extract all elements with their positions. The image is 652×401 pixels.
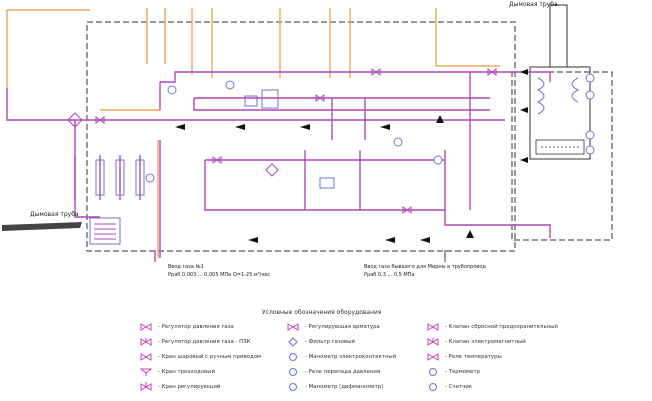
legend-item-label: - Манометр электроконтактный	[305, 354, 397, 360]
inlet-pipes	[154, 250, 446, 262]
legend-item-label: - Регулирующая арматура	[305, 324, 380, 330]
legend-item-label: - Манометр (дифманометр)	[305, 384, 384, 390]
regulating-fitting-icon	[287, 323, 299, 331]
legend-item-label: - Фильтр газовый	[305, 339, 355, 345]
flow-arrows	[175, 69, 528, 243]
left-chimney-unit	[2, 217, 121, 245]
differential-manometer-icon	[289, 383, 297, 391]
thermometer-icon	[429, 368, 437, 376]
contact-manometer-icon	[289, 353, 297, 361]
legend-item: - Регулятор давления газа - ПЗК	[138, 337, 250, 347]
legend-item-label: - Реле перепада давления	[305, 369, 381, 375]
legend-item: - Манометр (дифманометр)	[285, 382, 383, 392]
relief-valve-icon	[427, 323, 439, 331]
legend-item: - Термометр	[425, 367, 480, 377]
regulator-boxes	[95, 89, 335, 196]
legend-item-label: - Реле температуры	[445, 354, 502, 360]
pressure-drop-relay-icon	[289, 368, 297, 376]
solenoid-valve-icon	[427, 338, 439, 346]
chimney	[529, 4, 591, 160]
legend-item-label: - Клапан электромагнитный	[445, 339, 526, 345]
meter-icon	[145, 155, 443, 183]
legend-item: - Фильтр газовый	[285, 337, 355, 347]
legend-item-label: - Термометр	[445, 369, 480, 375]
legend-item: - Счетчик	[425, 382, 472, 392]
legend-item-label: - Кран шаровый с ручным приводом	[158, 354, 262, 360]
legend-item: - Кран трехходовый	[138, 367, 215, 377]
inlet-1-params: Pраб 0,003 ... 0,005 МПа Q=1-25 м³/час	[168, 272, 270, 278]
pressure-regulator-pze-icon	[140, 338, 152, 346]
inlet-2-params: Pраб 0,3 ... 0,5 МПа	[364, 272, 415, 278]
legend-item-label: - Клапан сбросной предохранительный	[445, 324, 558, 330]
contact-manometer-icon	[167, 73, 595, 155]
vent-lines	[6, 8, 500, 258]
legend-title: Условные обозначения оборудования	[262, 309, 382, 316]
chimney-left-label: Дымовая труба	[30, 211, 79, 218]
ball-valve-icon	[140, 353, 152, 361]
legend-item-label: - Регулятор давления газа - ПЗК	[158, 339, 251, 345]
gas-filter-icon	[288, 337, 298, 347]
legend-item: - Клапан сбросной предохранительный	[425, 322, 558, 332]
legend-item: - Кран шаровый с ручным приводом	[138, 352, 261, 362]
legend-item-label: - Счетчик	[445, 384, 473, 390]
legend-item: - Регулирующая арматура	[285, 322, 380, 332]
gas-filter-icon	[67, 112, 279, 177]
legend-item: - Клапан электромагнитный	[425, 337, 526, 347]
legend-item: - Регулятор давления газа	[138, 322, 234, 332]
legend-item: - Манометр электроконтактный	[285, 352, 396, 362]
legend-item: - Реле перепада давления	[285, 367, 380, 377]
legend-item: - Реле температуры	[425, 352, 502, 362]
chimney-top-label: Дымовая труба	[509, 1, 558, 8]
gas-lines	[6, 71, 551, 258]
ball-valve-icon	[95, 68, 497, 214]
meter-icon	[429, 383, 437, 391]
inlet-1-label: Ввод газа №1	[168, 264, 204, 270]
inlet-2-label: Ввод газа бывшего для Мирны в трубопрово…	[364, 264, 486, 270]
gas-station-frame	[86, 21, 516, 252]
legend: Условные обозначения оборудования - Регу…	[0, 300, 652, 401]
legend-item-label: - Кран трехходовый	[158, 369, 215, 375]
legend-item-label: - Кран регулирующий	[158, 384, 221, 390]
legend-item: - Кран регулирующий	[138, 382, 220, 392]
legend-item-label: - Регулятор давления газа	[158, 324, 234, 330]
control-valve-icon	[140, 382, 152, 391]
pressure-regulator-icon	[140, 323, 152, 331]
three-way-valve-icon	[139, 368, 153, 376]
temperature-relay-icon	[427, 353, 439, 361]
boiler-frame	[511, 71, 613, 241]
gas-piping-scheme: Дымовая труба	[2, 1, 613, 278]
